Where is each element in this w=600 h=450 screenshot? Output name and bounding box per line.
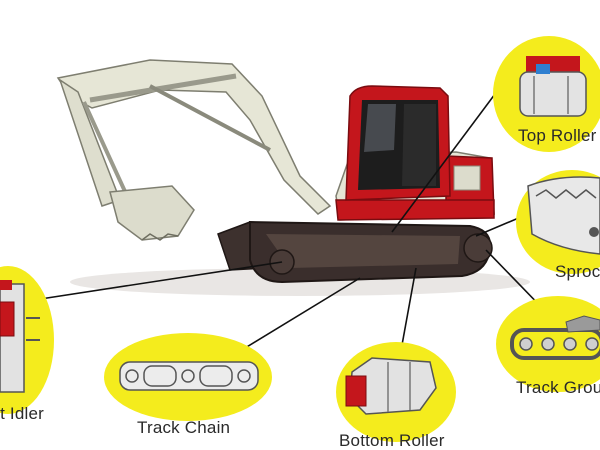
- top-roller-seal: [536, 64, 550, 74]
- sprocket-wheel: [463, 233, 493, 263]
- stick-cylinder: [82, 101, 130, 199]
- bottom-roller-callout: [336, 342, 456, 442]
- cab-door: [402, 104, 436, 186]
- engine-grille: [453, 165, 481, 191]
- track-chain-label: Track Chain: [137, 418, 231, 437]
- front-idler-bracket: [0, 301, 15, 337]
- track-group-label: Track Group: [516, 378, 600, 397]
- front-idler-callout: [0, 266, 54, 414]
- boom-cylinder: [89, 73, 237, 103]
- leader-front-idler: [33, 261, 283, 301]
- bottom-roller-end-cap: [345, 375, 367, 407]
- bucket: [109, 185, 195, 241]
- bottom-roller-label: Bottom Roller: [339, 431, 445, 450]
- leader-track-chain: [231, 277, 361, 357]
- boom-arm: [56, 59, 332, 215]
- leader-bottom-roller: [399, 267, 417, 357]
- bucket-teeth: [141, 233, 179, 241]
- track-chain-icon: [119, 361, 259, 391]
- sprocket-label: Sprocket: [555, 262, 600, 281]
- sprocket-icon: [527, 176, 600, 255]
- leader-top-roller: [391, 89, 499, 233]
- excavator-illustration: [56, 59, 495, 284]
- front-idler-label: Front Idler: [0, 404, 44, 423]
- sprocket-callout: [516, 170, 600, 274]
- lower-red-skirt: [335, 199, 495, 221]
- track-group-callout: [496, 296, 600, 392]
- top-roller-label: Top Roller: [518, 126, 597, 145]
- track-chain-callout: [104, 333, 272, 421]
- top-roller-bracket: [526, 56, 580, 72]
- front-idler-icon: [0, 283, 25, 393]
- track-group-icon: [510, 328, 600, 360]
- top-roller-icon: [519, 71, 587, 117]
- boom-cylinder-lower: [149, 84, 271, 152]
- track-frame: [266, 234, 460, 268]
- cab-glass-reflection: [364, 104, 396, 152]
- top-roller-callout: [493, 36, 600, 152]
